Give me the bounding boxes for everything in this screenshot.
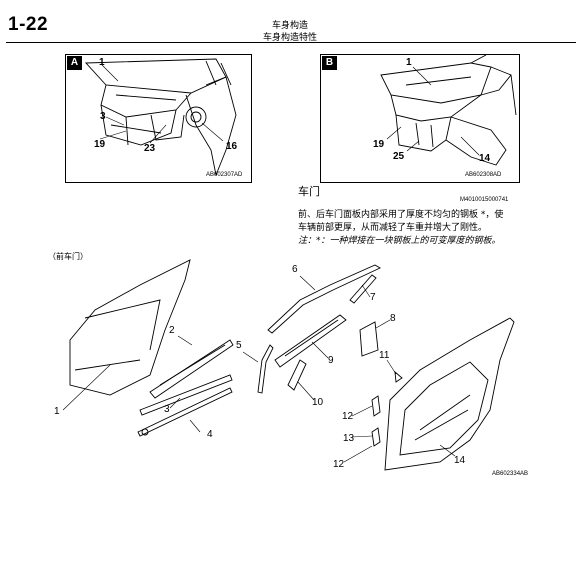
panel-a-code: AB602307AD bbox=[206, 172, 243, 178]
callout-door-4: 4 bbox=[207, 429, 213, 440]
figure-panel-a: A 1 3 19 23 16 AB602307AD bbox=[65, 54, 252, 183]
door-diagram-code: AB602334AB bbox=[492, 471, 529, 477]
callout-door-13: 13 bbox=[343, 433, 355, 444]
callout-door-6: 6 bbox=[292, 264, 298, 275]
callout-door-5: 5 bbox=[236, 340, 242, 351]
callout-b-1: 1 bbox=[406, 57, 412, 68]
panel-b-drawing bbox=[380, 55, 517, 166]
callout-door-14: 14 bbox=[454, 455, 466, 466]
page-number: 1-22 bbox=[8, 14, 49, 35]
callout-b-19: 19 bbox=[373, 139, 385, 150]
panel-b-code: AB602308AD bbox=[465, 172, 502, 178]
panel-a-drawing bbox=[85, 58, 237, 176]
callout-a-3: 3 bbox=[100, 111, 106, 122]
callout-door-8: 8 bbox=[390, 313, 396, 324]
figure-panel-b: B 1 19 25 14 AB602308AD bbox=[320, 54, 520, 183]
callout-a-1: 1 bbox=[99, 57, 105, 68]
callout-door-10: 10 bbox=[312, 397, 324, 408]
callout-door-9: 9 bbox=[328, 355, 334, 366]
callout-door-2: 2 bbox=[169, 325, 175, 336]
front-door-label: （前车门） bbox=[48, 252, 88, 261]
callout-a-16: 16 bbox=[226, 141, 238, 152]
callout-a-23: 23 bbox=[144, 143, 156, 154]
header-rule bbox=[6, 42, 576, 43]
callout-a-19: 19 bbox=[94, 139, 106, 150]
panel-a-tag: A bbox=[67, 56, 82, 70]
callout-door-1: 1 bbox=[54, 406, 60, 417]
callout-door-11: 11 bbox=[379, 350, 390, 361]
callout-door-3: 3 bbox=[164, 404, 170, 415]
callout-b-25: 25 bbox=[393, 151, 405, 162]
panel-b-tag: B bbox=[322, 56, 337, 70]
callout-b-14: 14 bbox=[479, 153, 491, 164]
callout-door-12-lower: 12 bbox=[333, 459, 345, 470]
section-ref-code: M4010015000741 bbox=[460, 197, 509, 203]
header-subtitle: 车身构造特性 bbox=[262, 33, 317, 43]
callout-door-12-upper: 12 bbox=[342, 411, 354, 422]
section-title: 车门 bbox=[298, 185, 320, 198]
callout-door-7: 7 bbox=[370, 292, 376, 303]
section-note: 注：*：一种焊接在一块钢板上的可变厚度的钢板。 bbox=[298, 236, 501, 246]
section-body-line-2: 车辆前部更厚，从而减轻了车重并增大了刚性。 bbox=[298, 223, 488, 233]
header-title: 车身构造 bbox=[271, 21, 308, 31]
section-body-line-1: 前、后车门面板内部采用了厚度不均匀的钢板 *，使 bbox=[298, 210, 504, 220]
